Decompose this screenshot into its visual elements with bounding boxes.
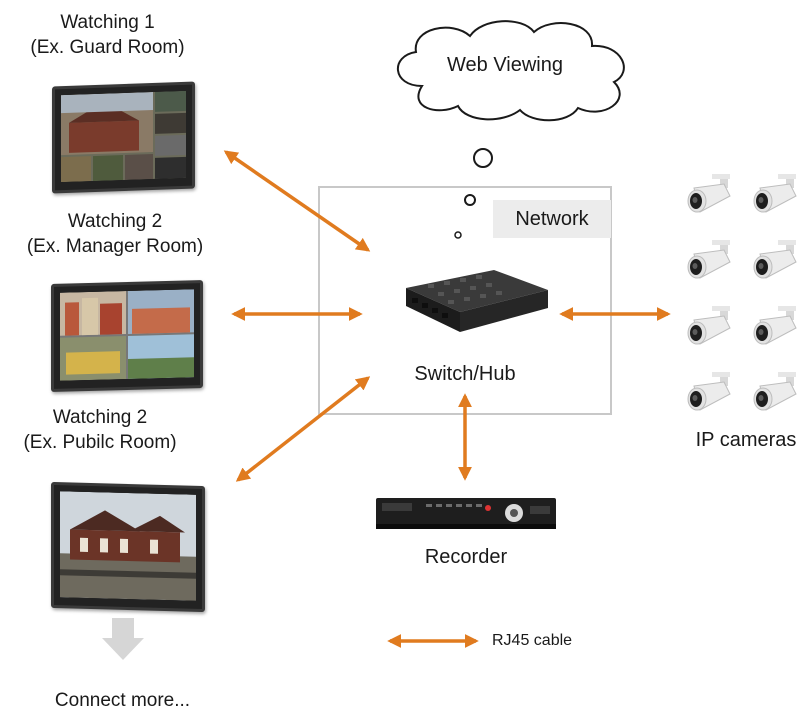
monitor-2 xyxy=(51,280,203,392)
switch-label: Switch/Hub xyxy=(414,363,516,385)
monitor-2-label: Watching 2 (Ex. Manager Room) xyxy=(0,209,230,259)
bubble-large xyxy=(473,148,493,168)
monitor-1-subtitle: (Ex. Guard Room) xyxy=(30,37,185,58)
down-arrow-icon xyxy=(102,618,144,660)
cameras-label: IP cameras xyxy=(695,429,797,451)
cloud-icon xyxy=(397,20,625,122)
monitor-1-screen xyxy=(61,90,186,183)
switch-icon xyxy=(406,270,548,332)
monitor-3-screen xyxy=(60,491,196,601)
network-label: Network xyxy=(493,200,611,238)
recorder-icon xyxy=(376,498,556,529)
monitor-3-label: Watching 2 (Ex. Pubilc Room) xyxy=(0,405,200,455)
monitor-1 xyxy=(52,81,195,194)
monitor-2-screen xyxy=(60,289,194,381)
monitor-2-subtitle: (Ex. Manager Room) xyxy=(26,236,204,257)
monitor-3-title: Watching 2 xyxy=(52,407,148,428)
cable-monitor-3 xyxy=(235,376,371,482)
monitor-3-subtitle: (Ex. Pubilc Room) xyxy=(23,432,177,453)
bubble-small xyxy=(454,231,462,239)
bubble-trail xyxy=(454,148,493,239)
monitor-1-label: Watching 1 (Ex. Guard Room) xyxy=(0,10,215,60)
monitor-1-title: Watching 1 xyxy=(60,12,155,33)
monitor-3 xyxy=(51,481,205,613)
monitor-2-title: Watching 2 xyxy=(67,211,163,232)
bubble-medium xyxy=(464,194,476,206)
cable-monitor-1 xyxy=(223,150,371,252)
cloud-label: Web Viewing xyxy=(447,54,563,76)
legend-label: RJ45 cable xyxy=(492,632,573,649)
recorder-label: Recorder xyxy=(424,546,508,568)
connect-more-label: Connect more... xyxy=(54,690,191,711)
